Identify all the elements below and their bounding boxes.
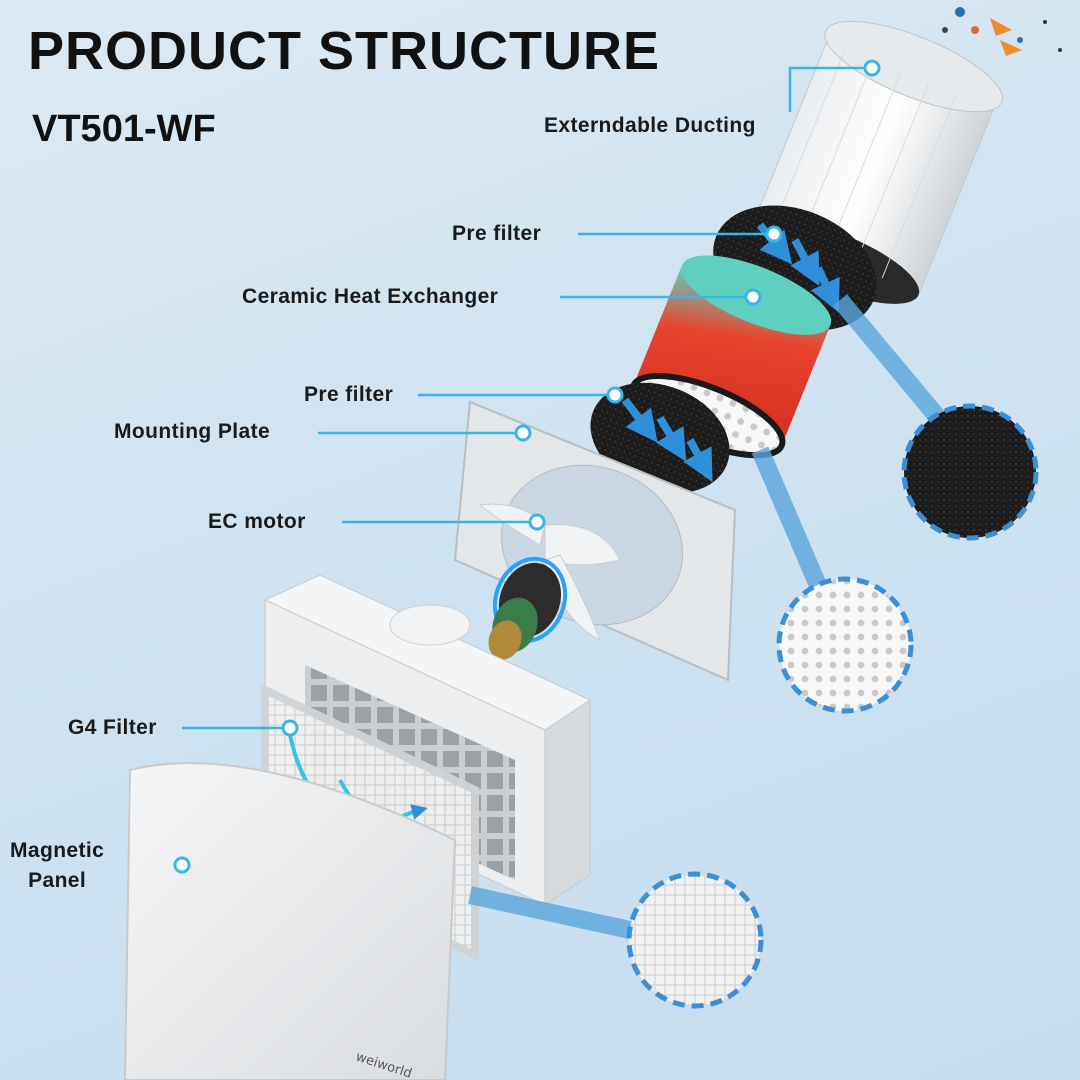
zoom-callout-ceramic <box>751 446 914 714</box>
label-magnetic-panel-line1: Magnetic <box>10 839 105 862</box>
label-ec-motor: EC motor <box>208 510 306 533</box>
label-pre-filter-top: Pre filter <box>452 222 542 245</box>
label-magnetic-panel: Magnetic Panel <box>10 836 104 896</box>
zoom-callout-carbon <box>833 294 1039 541</box>
leader-lines <box>182 66 872 730</box>
label-g4-filter: G4 Filter <box>68 716 157 739</box>
leader-dots <box>173 59 881 874</box>
magnetic-panel: weiworld <box>123 762 457 1080</box>
airflow-particles <box>942 7 1062 56</box>
label-ceramic-heat-exchanger: Ceramic Heat Exchanger <box>242 285 499 308</box>
zoom-callout-g4 <box>468 871 764 1009</box>
model-number: VT501-WF <box>32 108 216 150</box>
page-title: PRODUCT STRUCTURE <box>28 21 660 81</box>
label-magnetic-panel-line2: Panel <box>28 869 87 892</box>
label-mounting-plate: Mounting Plate <box>114 420 271 443</box>
ec-motor <box>478 503 621 660</box>
label-extendable-ducting: Externdable Ducting <box>544 114 756 137</box>
label-pre-filter-mid: Pre filter <box>304 383 394 406</box>
